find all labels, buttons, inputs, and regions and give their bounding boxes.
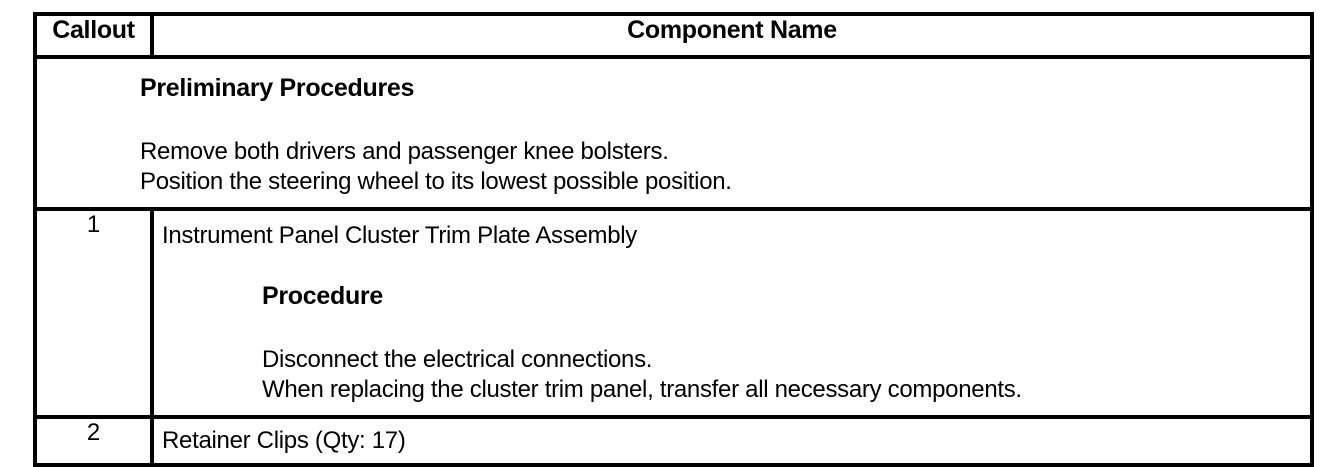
procedure-heading-1: Procedure [262, 282, 383, 310]
table-row-callout-2: 2 Retainer Clips (Qty: 17) [33, 415, 1314, 467]
component-title-2: Retainer Clips (Qty: 17) [162, 427, 406, 454]
header-row: Callout Component Name [33, 12, 1314, 59]
component-spacer-1b [162, 311, 1300, 345]
component-cell-2: Retainer Clips (Qty: 17) [150, 415, 1314, 467]
component-title-1: Instrument Panel Cluster Trim Plate Asse… [162, 222, 637, 249]
callout-number-1: 1 [33, 207, 154, 419]
procedure-step-1: Disconnect the electrical connections. [262, 346, 653, 373]
preliminary-heading: Preliminary Procedures [140, 74, 415, 102]
preliminary-step-1: Remove both drivers and passenger knee b… [140, 138, 669, 165]
column-header-callout: Callout [33, 12, 154, 59]
component-content-2: Retainer Clips (Qty: 17) [154, 419, 1310, 463]
table-row-preliminary: Preliminary Procedures Remove both drive… [33, 55, 1314, 211]
preliminary-content: Preliminary Procedures Remove both drive… [37, 59, 1310, 207]
table-row-callout-1: 1 Instrument Panel Cluster Trim Plate As… [33, 207, 1314, 419]
preliminary-procedures-cell: Preliminary Procedures Remove both drive… [33, 55, 1314, 211]
component-spacer-1a [162, 251, 1300, 281]
callout-number-2: 2 [33, 415, 154, 467]
table-body: Preliminary Procedures Remove both drive… [33, 55, 1314, 467]
component-cell-1: Instrument Panel Cluster Trim Plate Asse… [150, 207, 1314, 419]
table-header: Callout Component Name [33, 12, 1314, 59]
preliminary-spacer [140, 103, 1300, 137]
procedure-step-2: When replacing the cluster trim panel, t… [262, 376, 1022, 403]
procedure-table: Callout Component Name Preliminary Proce… [33, 12, 1314, 467]
component-content-1: Instrument Panel Cluster Trim Plate Asse… [154, 211, 1310, 415]
preliminary-step-2: Position the steering wheel to its lowes… [140, 168, 732, 195]
column-header-component-name: Component Name [150, 12, 1314, 59]
